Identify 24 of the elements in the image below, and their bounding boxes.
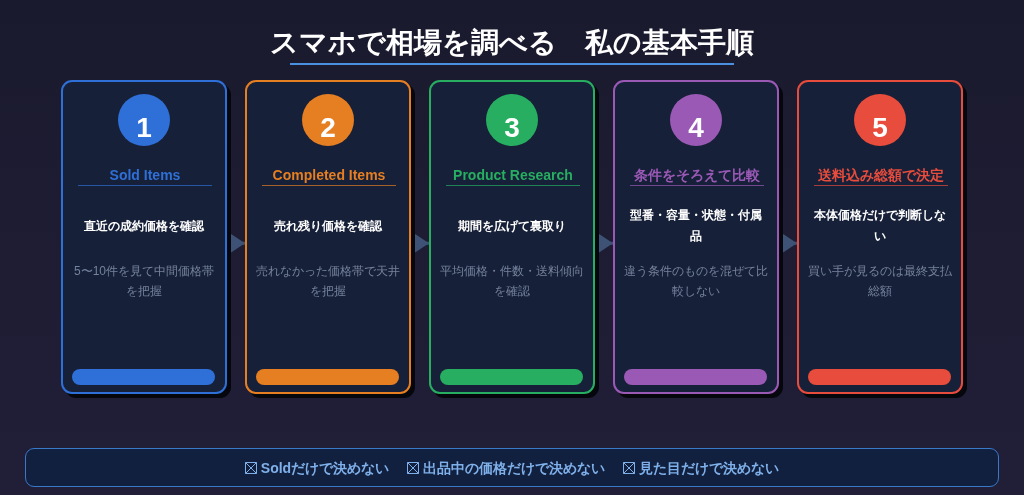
note-text: Soldだけで決めない [260,458,390,477]
step-number: 3 [486,94,538,146]
note-text: 出品中の価格だけで決めない [423,458,606,477]
step-heading: 送料込み総額で決定 [814,166,948,186]
step-detail: 平均価格・件数・送料傾向を確認 [439,263,585,300]
step-detail: 違う条件のものを混ぜて比較しない [623,263,769,300]
step-summary: 期間を広げて裏取り [458,217,566,235]
step-detail: 買い手が見るのは最終支払総額 [807,263,953,300]
step-heading: Sold Items [78,166,212,186]
step-summary: 直近の成約価格を確認 [84,217,204,235]
step-detail: 売れなかった価格帯で天井を把握 [255,263,401,300]
step-number: 5 [854,94,906,146]
title: スマホで相場を調べる 私の基本手順 [270,26,754,60]
step-heading: 条件をそろえて比較 [630,166,764,186]
step-heading: Completed Items [262,166,396,186]
step-summary: 本体価格だけで判断しない [813,207,947,245]
step-heading: Product Research [446,166,580,186]
step-number: 4 [670,94,722,146]
step-number: 1 [118,94,170,146]
note-text: 見た目だけで決めない [639,458,780,477]
step-summary: 型番・容量・状態・付属品 [629,207,763,245]
step-detail: 5〜10件を見て中間価格帯を把握 [73,263,215,300]
step-summary: 売れ残り価格を確認 [274,217,382,235]
step-number: 2 [302,94,354,146]
